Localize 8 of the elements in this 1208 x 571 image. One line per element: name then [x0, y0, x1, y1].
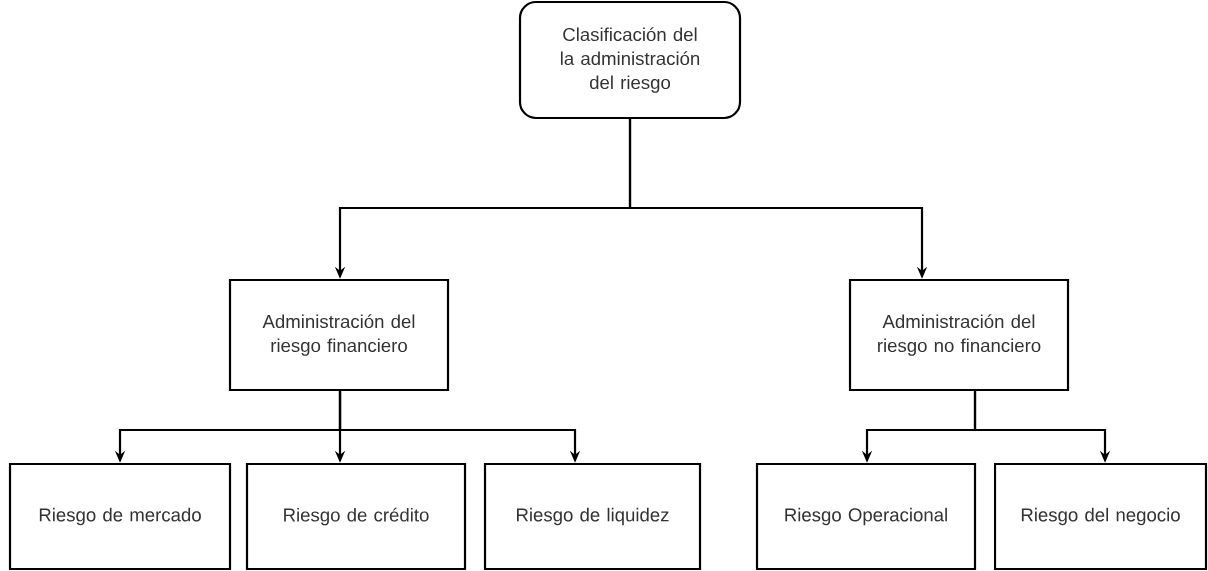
process-box: Riesgo de liquidez: [483, 462, 702, 571]
process-box: Administración del riesgo financiero: [228, 278, 450, 392]
process-box: Administración del riesgo no financiero: [848, 278, 1070, 392]
process-box: Riesgo de mercado: [8, 462, 232, 571]
rounded-box: Clasificación del la administración del riesgo: [518, 0, 742, 120]
process-box: Riesgo de crédito: [245, 462, 467, 571]
process-box: Riesgo del negocio: [993, 462, 1208, 571]
process-box: Riesgo Operacional: [755, 462, 977, 571]
